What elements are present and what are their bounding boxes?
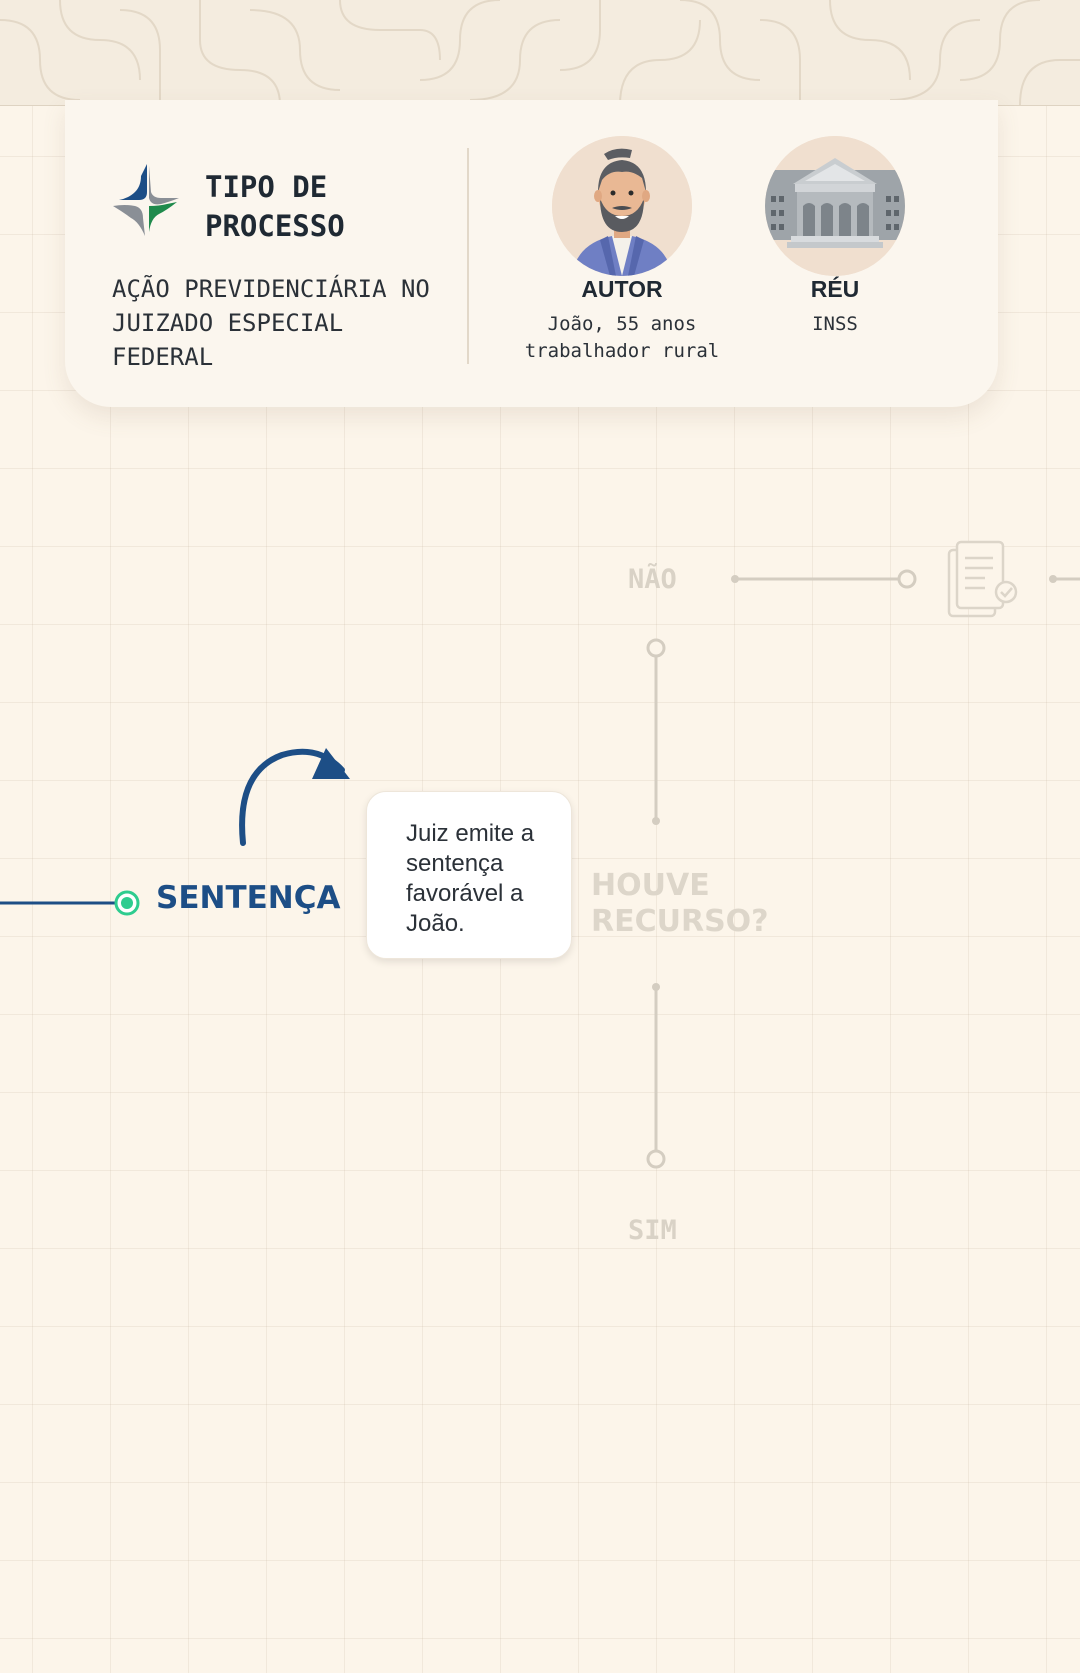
justice-logo-icon	[113, 164, 179, 236]
decision-question: HOUVE RECURSO?	[591, 868, 769, 939]
process-type-title: TIPO DE PROCESSO	[205, 170, 345, 243]
curved-arrow-icon	[239, 748, 350, 846]
card-divider	[467, 148, 469, 364]
step-description-bubble: Juiz emite a sentença favorável a João.	[366, 791, 572, 959]
header-pattern	[0, 0, 1080, 106]
reu-label: RÉU	[810, 276, 860, 302]
upper-connector-dot	[652, 817, 660, 825]
active-step-marker-core	[121, 897, 133, 909]
no-branch-node	[897, 569, 917, 589]
process-info-card: TIPO DE PROCESSO AÇÃO PREVIDENCIÁRIA NO …	[65, 100, 998, 407]
current-step-title: SENTENÇA	[156, 880, 341, 916]
header-pattern-graphic	[0, 0, 1080, 105]
government-building-icon	[765, 136, 905, 276]
option-no-label: NÃO	[628, 564, 677, 595]
reu-avatar	[765, 136, 905, 276]
autor-occupation: trabalhador rural	[524, 340, 720, 362]
autor-label: AUTOR	[581, 276, 663, 302]
reu-name: INSS	[812, 313, 858, 335]
option-yes-label: SIM	[628, 1215, 677, 1246]
document-check-icon	[947, 540, 1018, 618]
autor-avatar	[552, 136, 692, 276]
farmer-man-icon	[552, 136, 692, 276]
upper-connector-node	[646, 638, 666, 658]
lower-connector-node	[646, 1149, 666, 1169]
autor-name: João, 55 anos	[547, 313, 697, 335]
process-type-description: AÇÃO PREVIDENCIÁRIA NO JUIZADO ESPECIAL …	[112, 275, 430, 371]
